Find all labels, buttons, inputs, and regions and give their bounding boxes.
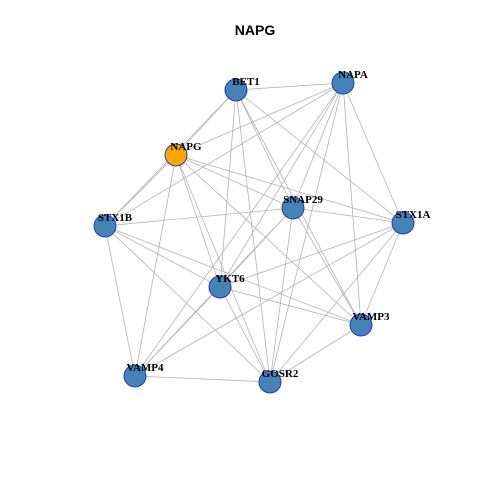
node-napg: NAPG xyxy=(164,141,202,167)
edge-napa-napg xyxy=(175,82,344,156)
edge-bet1-stx1a xyxy=(235,89,404,224)
edge-bet1-gosr2 xyxy=(235,89,271,383)
edge-layer xyxy=(104,82,404,383)
edge-bet1-ykt6 xyxy=(219,89,237,288)
node-snap29: SNAP29 xyxy=(281,194,323,220)
edge-napg-snap29 xyxy=(175,154,294,209)
edge-snap29-stx1a xyxy=(292,207,404,224)
edge-bet1-snap29 xyxy=(235,89,294,209)
edge-stx1b-vamp4 xyxy=(104,225,136,377)
edge-vamp3-gosr2 xyxy=(269,324,362,383)
node-stx1b: STX1B xyxy=(93,212,133,238)
edge-snap29-stx1b xyxy=(104,207,294,227)
node-circle-napa xyxy=(331,71,355,95)
edge-napa-stx1a xyxy=(342,82,404,224)
node-circle-napg xyxy=(164,143,188,167)
edge-napg-gosr2 xyxy=(175,154,271,383)
node-vamp3: VAMP3 xyxy=(349,311,390,337)
node-stx1a: STX1A xyxy=(391,209,431,235)
node-circle-vamp3 xyxy=(349,313,373,337)
node-label-ykt6: YKT6 xyxy=(215,273,245,285)
edge-bet1-napa xyxy=(235,82,344,91)
edge-napa-ykt6 xyxy=(219,82,344,288)
node-label-stx1a: STX1A xyxy=(396,209,431,221)
edge-stx1a-ykt6 xyxy=(219,222,404,288)
edge-stx1a-vamp3 xyxy=(360,222,404,326)
edge-napg-vamp4 xyxy=(134,154,177,377)
edge-stx1a-vamp4 xyxy=(134,222,404,377)
edge-vamp4-gosr2 xyxy=(134,375,271,383)
edge-stx1b-vamp3 xyxy=(104,225,362,326)
node-circle-stx1a xyxy=(391,211,415,235)
node-label-snap29: SNAP29 xyxy=(283,194,323,206)
node-circle-snap29 xyxy=(281,196,305,220)
node-label-stx1b: STX1B xyxy=(98,212,133,224)
node-bet1: BET1 xyxy=(224,76,260,102)
edge-ykt6-vamp4 xyxy=(134,286,221,377)
edge-stx1b-gosr2 xyxy=(104,225,271,383)
node-label-vamp4: VAMP4 xyxy=(126,362,164,374)
node-circle-ykt6 xyxy=(208,275,232,299)
node-label-napa: NAPA xyxy=(338,69,368,81)
node-circle-vamp4 xyxy=(123,364,147,388)
edge-napg-ykt6 xyxy=(175,154,221,288)
node-circle-gosr2 xyxy=(258,370,282,394)
node-label-bet1: BET1 xyxy=(232,76,260,88)
edge-napg-vamp3 xyxy=(175,154,362,326)
edge-stx1b-ykt6 xyxy=(104,225,221,288)
node-label-vamp3: VAMP3 xyxy=(352,311,390,323)
edge-napg-stx1b xyxy=(104,154,177,227)
node-napa: NAPA xyxy=(331,69,368,95)
edge-napa-snap29 xyxy=(292,82,344,209)
edge-napa-gosr2 xyxy=(269,82,344,383)
node-ykt6: YKT6 xyxy=(208,273,245,299)
edge-stx1a-gosr2 xyxy=(269,222,404,383)
edge-napg-stx1a xyxy=(175,154,404,224)
node-circle-stx1b xyxy=(93,214,117,238)
node-label-gosr2: GOSR2 xyxy=(262,368,299,380)
edge-ykt6-vamp3 xyxy=(219,286,362,326)
node-gosr2: GOSR2 xyxy=(258,368,299,394)
node-vamp4: VAMP4 xyxy=(123,362,164,388)
node-label-napg: NAPG xyxy=(170,141,202,153)
edge-ykt6-gosr2 xyxy=(219,286,271,383)
edge-napa-vamp4 xyxy=(134,82,344,377)
edge-snap29-gosr2 xyxy=(269,207,294,383)
edge-napa-vamp3 xyxy=(342,82,362,326)
graph-title: NAPG xyxy=(235,22,276,38)
edge-napa-stx1b xyxy=(104,82,344,227)
node-circle-bet1 xyxy=(224,78,248,102)
